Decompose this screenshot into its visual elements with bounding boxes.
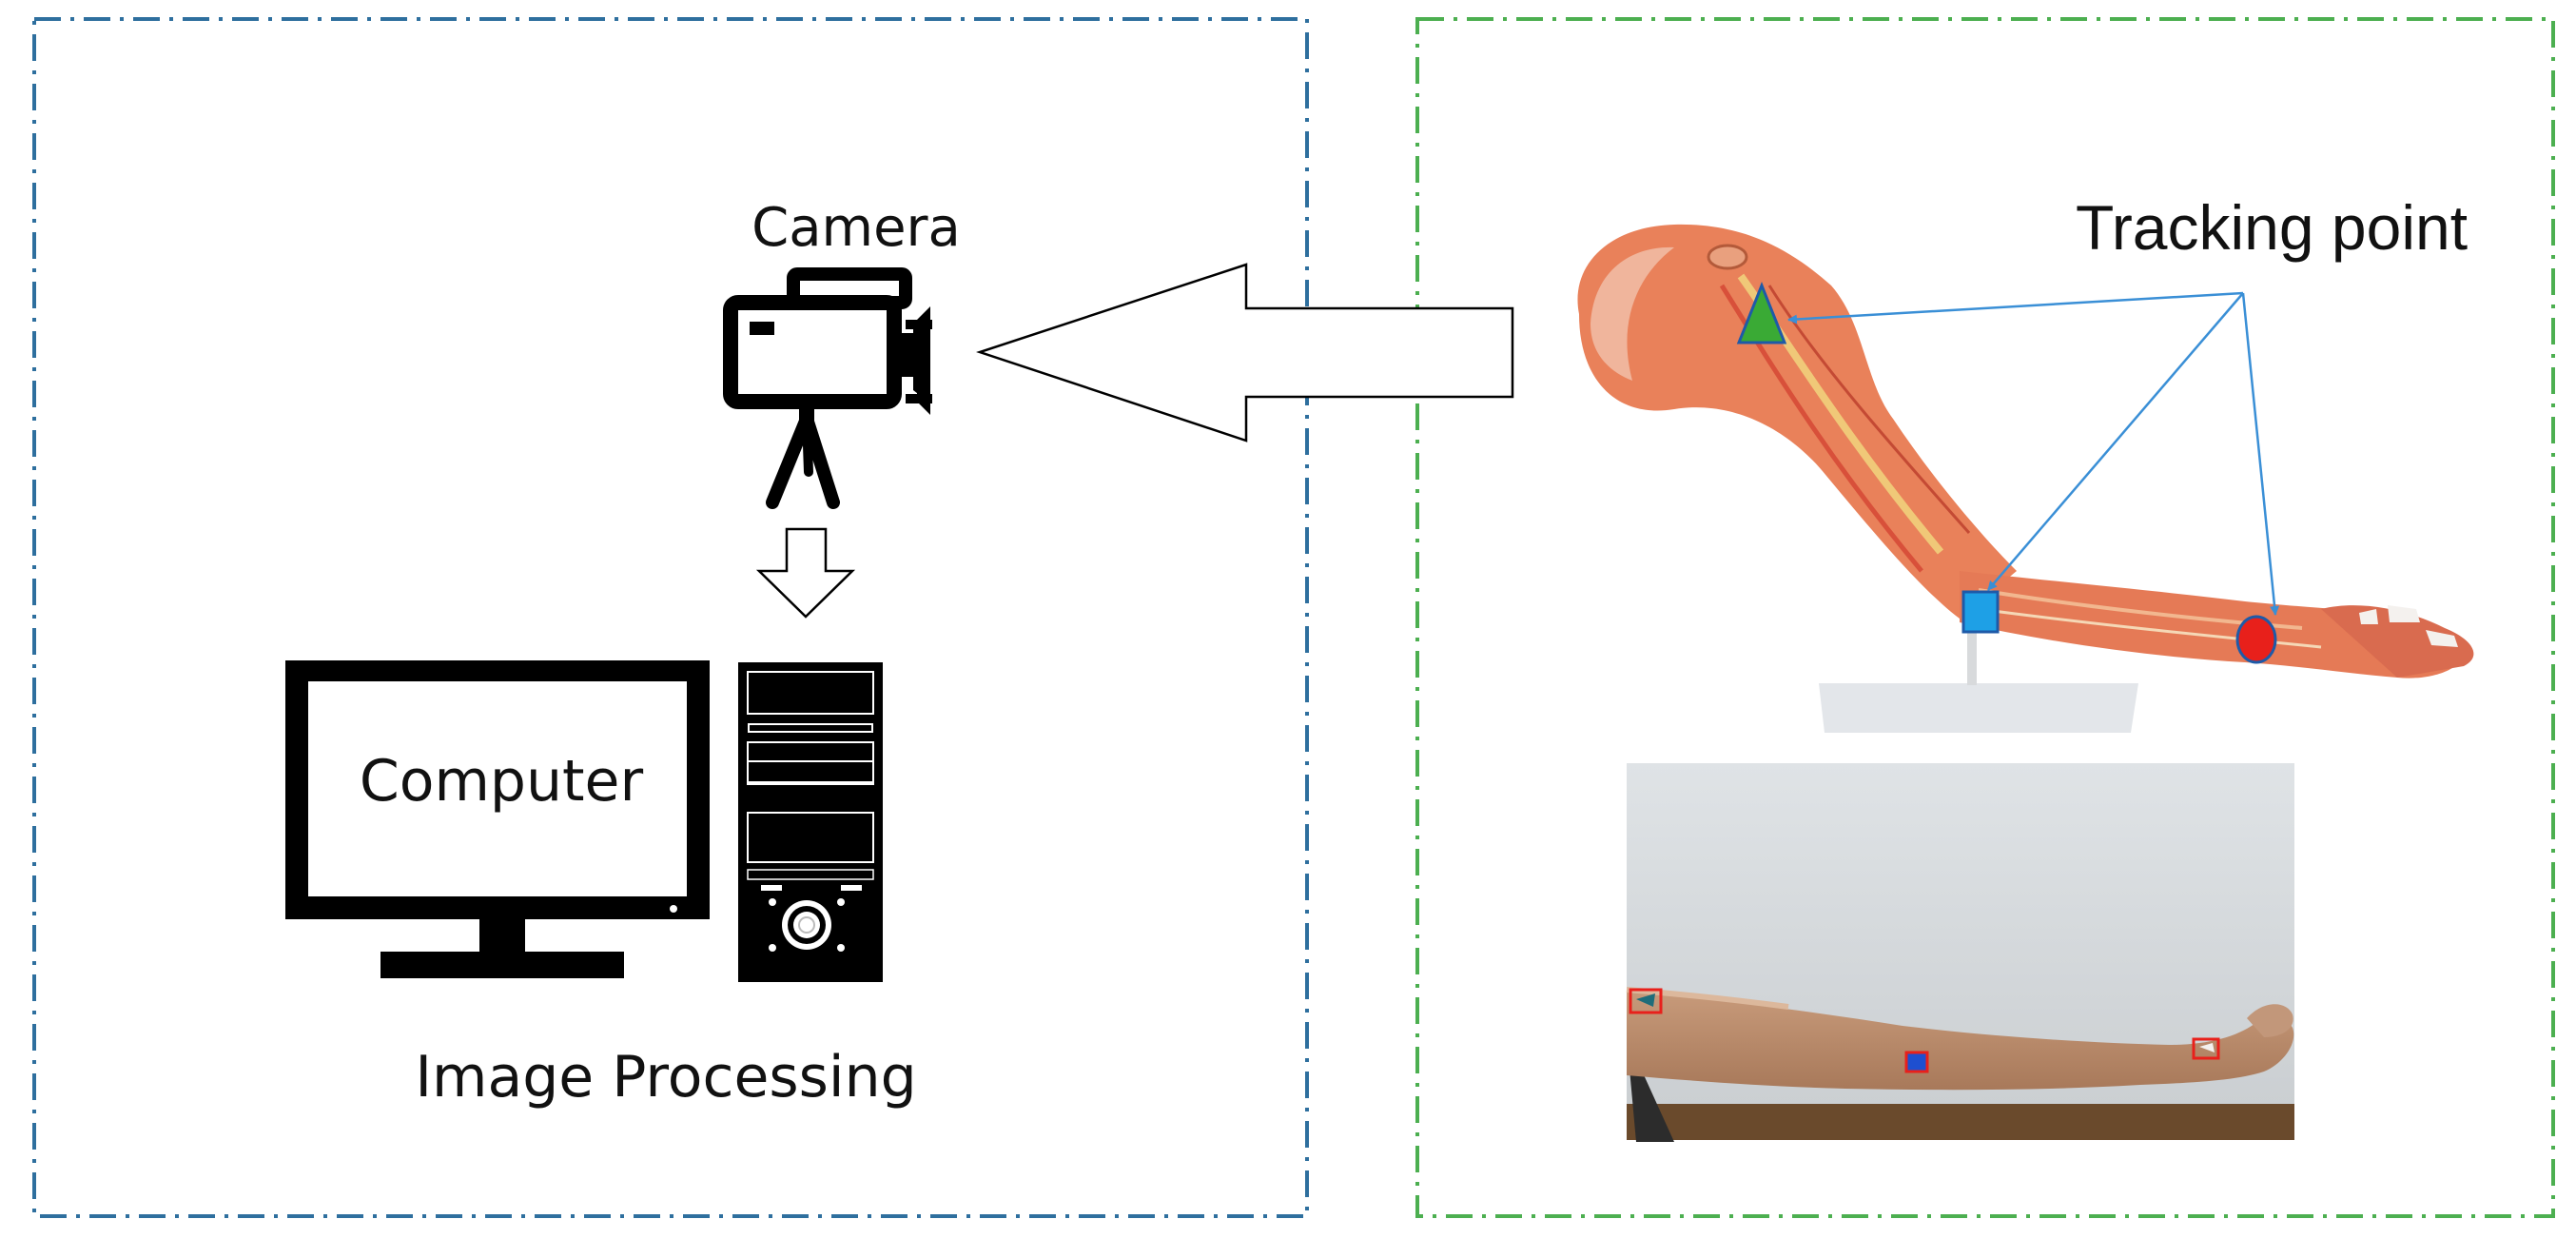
camera-label: Camera xyxy=(751,197,961,259)
tracking-pointer-lines xyxy=(1787,291,2280,616)
tower-pc-icon xyxy=(738,662,883,982)
computer-label: Computer xyxy=(360,748,644,815)
arm-photo xyxy=(1626,763,2294,1142)
shoulder-marker xyxy=(1736,281,1787,344)
wrist-marker xyxy=(2235,615,2277,664)
down-arrow-icon xyxy=(755,527,856,619)
arm-model-illustration xyxy=(1577,224,2474,733)
image-processing-panel xyxy=(32,17,1309,1218)
tracking-point-label: Tracking point xyxy=(2076,192,2468,263)
tracking-panel xyxy=(1415,17,2555,1218)
left-arrow-icon xyxy=(976,263,1514,442)
image-processing-label: Image Processing xyxy=(415,1044,916,1111)
monitor-icon xyxy=(285,660,710,978)
elbow-marker xyxy=(1961,590,2000,634)
camera-icon xyxy=(723,267,932,509)
